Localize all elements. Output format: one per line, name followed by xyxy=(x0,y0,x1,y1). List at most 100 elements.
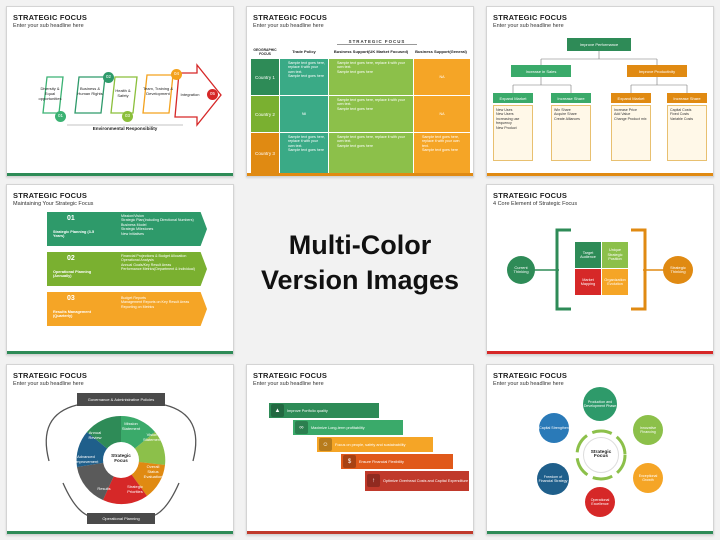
col-header: Trade Policy xyxy=(292,49,316,54)
wheel-segment: Results xyxy=(97,486,111,491)
wheel-segment: Advanced Improvement xyxy=(75,454,99,464)
plan-band: 03 Results Management (Quarterly) Budget… xyxy=(47,292,207,326)
step-badge: 01 xyxy=(55,111,66,122)
table-banner: STRATEGIC FOCUS xyxy=(337,39,417,45)
slide-title: STRATEGIC FOCUS xyxy=(493,371,568,380)
step-badge: 03 xyxy=(122,111,133,122)
slide-strip xyxy=(487,531,713,534)
heading-line-1: Multi-Color xyxy=(288,230,432,260)
slide-strip xyxy=(487,351,713,354)
org-node: Expand Market xyxy=(611,93,651,103)
step-label: Integration xyxy=(180,92,200,97)
org-leaf: Win Share Acquire Share Create Alliances xyxy=(551,105,591,161)
org-connectors xyxy=(512,51,688,93)
top-banner: Governance & Administrative Policies xyxy=(77,393,165,406)
thumbnail-slide-3[interactable]: STRATEGIC FOCUS Enter your sub headline … xyxy=(486,6,714,177)
cycle-wheel xyxy=(45,404,197,518)
slide-subtitle: Enter your sub headline here xyxy=(253,23,324,29)
step-badge: 04 xyxy=(171,69,182,80)
org-node: Increase Share xyxy=(667,93,707,103)
org-node: Increase Share xyxy=(551,93,591,103)
thumbnail-slide-4[interactable]: STRATEGIC FOCUS Maintaining Your Strateg… xyxy=(6,184,234,355)
footer-label: Environmental Responsibility xyxy=(92,126,158,131)
step-icon: $ xyxy=(343,455,356,468)
center-heading: Multi-Color Version Images xyxy=(245,228,475,298)
step-badge: 05 xyxy=(207,89,218,100)
step-segment: $ Ensure Financial Flexibility xyxy=(341,454,453,469)
table-cell: Sample text goes here, replace it with y… xyxy=(280,59,328,95)
slide-title: STRATEGIC FOCUS xyxy=(493,191,568,200)
cycle-center: Strategic Focus xyxy=(583,437,619,473)
slide-title: STRATEGIC FOCUS xyxy=(13,13,88,22)
bottom-banner: Operational Planning xyxy=(87,513,155,524)
cycle-node: Operational Excellence xyxy=(585,487,615,517)
org-leaf: Capital Costs Fixed Costs Variable Costs xyxy=(667,105,707,161)
wheel-segment: Strategic Priorities xyxy=(127,484,143,494)
core-element: Target Audience xyxy=(575,242,601,268)
org-node: Increase in Sales xyxy=(511,65,571,77)
org-node: Expand Market xyxy=(493,93,533,103)
col-header: Business Support(General) xyxy=(415,49,467,54)
slide-strip xyxy=(7,531,233,534)
org-node: Improve Productivity xyxy=(627,65,687,77)
current-thinking-circle: Current Thinking xyxy=(507,256,535,284)
slide-strip xyxy=(247,531,473,534)
slide-subtitle: Enter your sub headline here xyxy=(13,23,84,29)
step-label: Business & Human Rights xyxy=(77,86,103,96)
step-label: Team, Training & Development xyxy=(143,86,174,96)
org-leaf: Increase Price Add Value Change Product … xyxy=(611,105,651,161)
heading-line-2: Version Images xyxy=(260,265,460,295)
slide-subtitle: Enter your sub headline here xyxy=(13,381,84,387)
thumbnail-slide-8[interactable]: STRATEGIC FOCUS Enter your sub headline … xyxy=(486,364,714,535)
table-cell: NA xyxy=(414,96,470,132)
slide-subtitle: Enter your sub headline here xyxy=(493,381,564,387)
step-segment: ↑ Optimize Overhead Costs and Capital Ex… xyxy=(365,471,469,491)
table-cell: Sample text goes here, replace it with y… xyxy=(329,59,413,95)
slide-title: STRATEGIC FOCUS xyxy=(493,13,568,22)
cycle-node: Production and Development Phase xyxy=(583,387,617,421)
thumbnail-slide-5[interactable]: STRATEGIC FOCUS 4 Core Element of Strate… xyxy=(486,184,714,355)
row-header: Country 2 xyxy=(251,96,279,132)
wheel-segment: Mission Statement xyxy=(121,421,141,431)
wheel-segment: Vision Statement xyxy=(143,432,162,442)
step-icon: ☺ xyxy=(319,438,332,451)
col-header: GEOGRAPHIC FOCUS xyxy=(253,48,277,56)
cycle-node: Exceptional Growth xyxy=(633,463,663,493)
org-leaf: New Uses New Users Increasing use freque… xyxy=(493,105,533,161)
thumbnail-slide-2[interactable]: STRATEGIC FOCUS Enter your sub headline … xyxy=(246,6,474,177)
thumbnail-slide-6[interactable]: STRATEGIC FOCUS Enter your sub headline … xyxy=(6,364,234,535)
slide-title: STRATEGIC FOCUS xyxy=(253,371,328,380)
core-element: Organization Evolution xyxy=(602,269,628,295)
step-segment: ▲ Improve Portfolio quality xyxy=(269,403,379,418)
slide-strip xyxy=(7,351,233,354)
table-cell: Sample text goes here, replace it with y… xyxy=(329,96,413,132)
plan-band: 01 Strategic Planning (3-5 Years) Missio… xyxy=(47,212,207,246)
table-cell: Nil xyxy=(280,96,328,132)
step-icon: ↑ xyxy=(367,474,380,487)
slide-subtitle: Enter your sub headline here xyxy=(493,23,564,29)
cycle-node: Freedom of Financial Strategy xyxy=(537,463,569,495)
wheel-segment: Annual Review xyxy=(88,430,102,440)
table-cell: Sample text goes here, replace it with y… xyxy=(414,133,470,173)
slide-subtitle: Maintaining Your Strategic Focus xyxy=(13,201,94,207)
thumbnail-slide-7[interactable]: STRATEGIC FOCUS Enter your sub headline … xyxy=(246,364,474,535)
thumbnail-slide-1[interactable]: STRATEGIC FOCUS Enter your sub headline … xyxy=(6,6,234,177)
core-element: Unique Strategic Position xyxy=(602,242,628,268)
slide-subtitle: Enter your sub headline here xyxy=(253,381,324,387)
step-badge: 02 xyxy=(103,72,114,83)
col-header: Business Support(UK Market Focused) xyxy=(333,49,409,54)
plan-band: 02 Operational Planning (Annually) Finan… xyxy=(47,252,207,286)
wheel-segment: Overall Status Evaluation xyxy=(143,464,163,479)
org-root: Improve Performance xyxy=(567,38,631,51)
row-header: Country 3 xyxy=(251,133,279,173)
core-element: Market Mapping xyxy=(575,269,601,295)
wheel-center: Strategic Focus xyxy=(111,453,131,463)
step-icon: ▲ xyxy=(271,404,284,417)
slide-strip xyxy=(487,173,713,176)
row-header: Country 1 xyxy=(251,59,279,95)
step-segment: ∞ Maximize Long-term profitability xyxy=(293,420,403,435)
strategic-thinking-circle: Strategic Thinking xyxy=(663,256,693,284)
table-cell: NA xyxy=(414,59,470,95)
slide-strip xyxy=(247,173,473,176)
slide-strip xyxy=(7,173,233,176)
